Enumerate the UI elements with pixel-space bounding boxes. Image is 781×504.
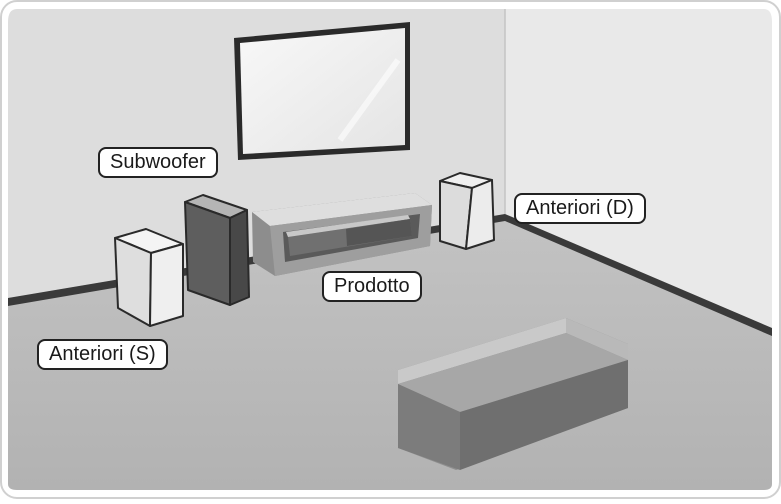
sofa-backrest-top bbox=[398, 318, 566, 384]
sofa-seat bbox=[398, 333, 628, 412]
sofa-side bbox=[398, 384, 460, 470]
soundbar-grille bbox=[346, 219, 412, 246]
soundbar-top bbox=[286, 215, 410, 237]
subwoofer-side bbox=[229, 209, 250, 306]
subwoofer-front bbox=[184, 201, 231, 306]
baseboard-right bbox=[505, 214, 772, 336]
tv-cabinet-top bbox=[252, 193, 432, 226]
sofa-arm-top bbox=[566, 318, 628, 360]
front-right-label: Anteriori (D) bbox=[514, 193, 646, 224]
tv-glare bbox=[337, 58, 401, 142]
right-wall bbox=[505, 9, 772, 328]
front-left-label: Anteriori (S) bbox=[37, 339, 168, 370]
sofa-front bbox=[460, 360, 628, 470]
product-label: Prodotto bbox=[322, 271, 422, 302]
front-left-speaker-right-face bbox=[149, 243, 184, 327]
front-right-speaker-right-face bbox=[465, 179, 495, 250]
tv-screen bbox=[240, 28, 405, 154]
subwoofer-label: Subwoofer bbox=[98, 147, 218, 178]
